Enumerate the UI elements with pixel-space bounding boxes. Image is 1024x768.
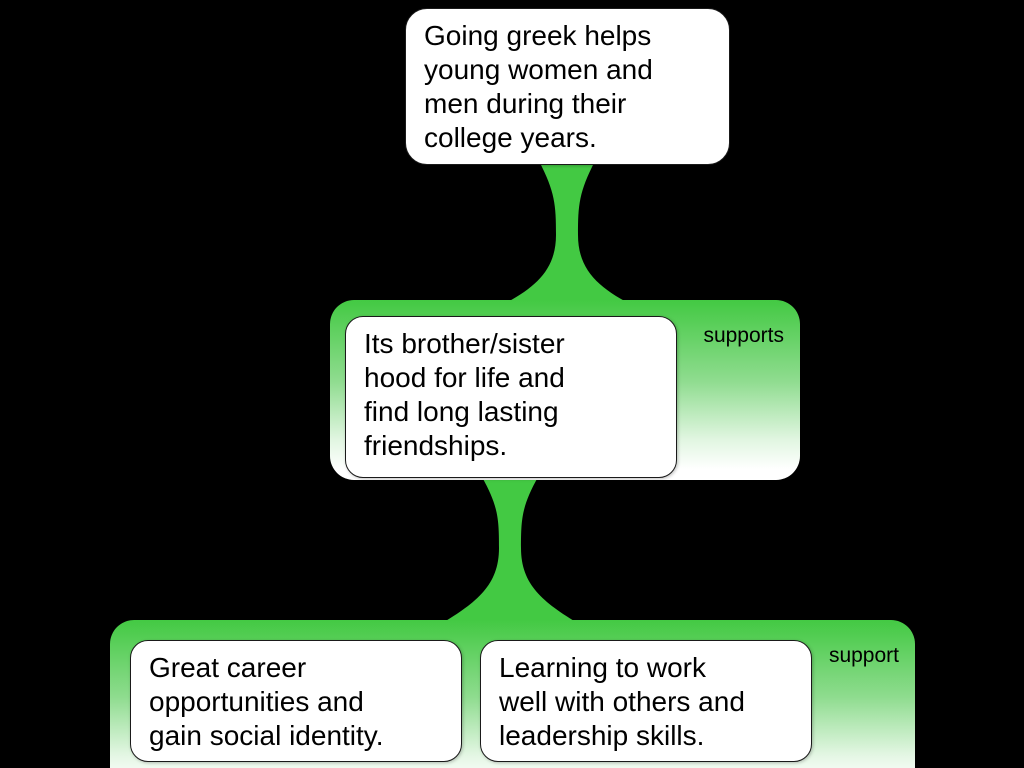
connector-claim-to-supports <box>498 161 636 307</box>
reason-text-line: friendships. <box>364 430 508 461</box>
supports-label: supports <box>703 324 784 347</box>
claim-text-line: college years. <box>424 122 597 153</box>
reason-box-brotherhood[interactable]: Its brother/sister hood for life and fin… <box>345 316 677 478</box>
reason-text-line: Learning to work <box>499 652 707 683</box>
reason-text-line: well with others and <box>499 686 745 717</box>
reason-text-line: find long lasting <box>364 396 559 427</box>
reason-text-line: leadership skills. <box>499 720 705 751</box>
reason-text-line: Great career <box>149 652 307 683</box>
support-group[interactable]: support Great career opportunities and g… <box>110 620 915 768</box>
claim-text-line: Going greek helps <box>424 20 652 51</box>
reason-text-line: Its brother/sister <box>364 328 565 359</box>
claim-box[interactable]: Going greek helps young women and men du… <box>405 8 730 165</box>
supports-group[interactable]: supports Its brother/sister hood for lif… <box>330 300 800 480</box>
reason-box-teamwork[interactable]: Learning to work well with others and le… <box>480 640 812 762</box>
reason-box-career[interactable]: Great career opportunities and gain soci… <box>130 640 462 762</box>
support-label: support <box>828 644 899 667</box>
reason-text-line: hood for life and <box>364 362 565 393</box>
reason-text-line: gain social identity. <box>149 720 384 751</box>
claim-text-line: young women and <box>424 54 653 85</box>
claim-text-line: men during their <box>424 88 627 119</box>
connector-supports-to-support <box>441 477 579 624</box>
reason-text-line: opportunities and <box>149 686 364 717</box>
